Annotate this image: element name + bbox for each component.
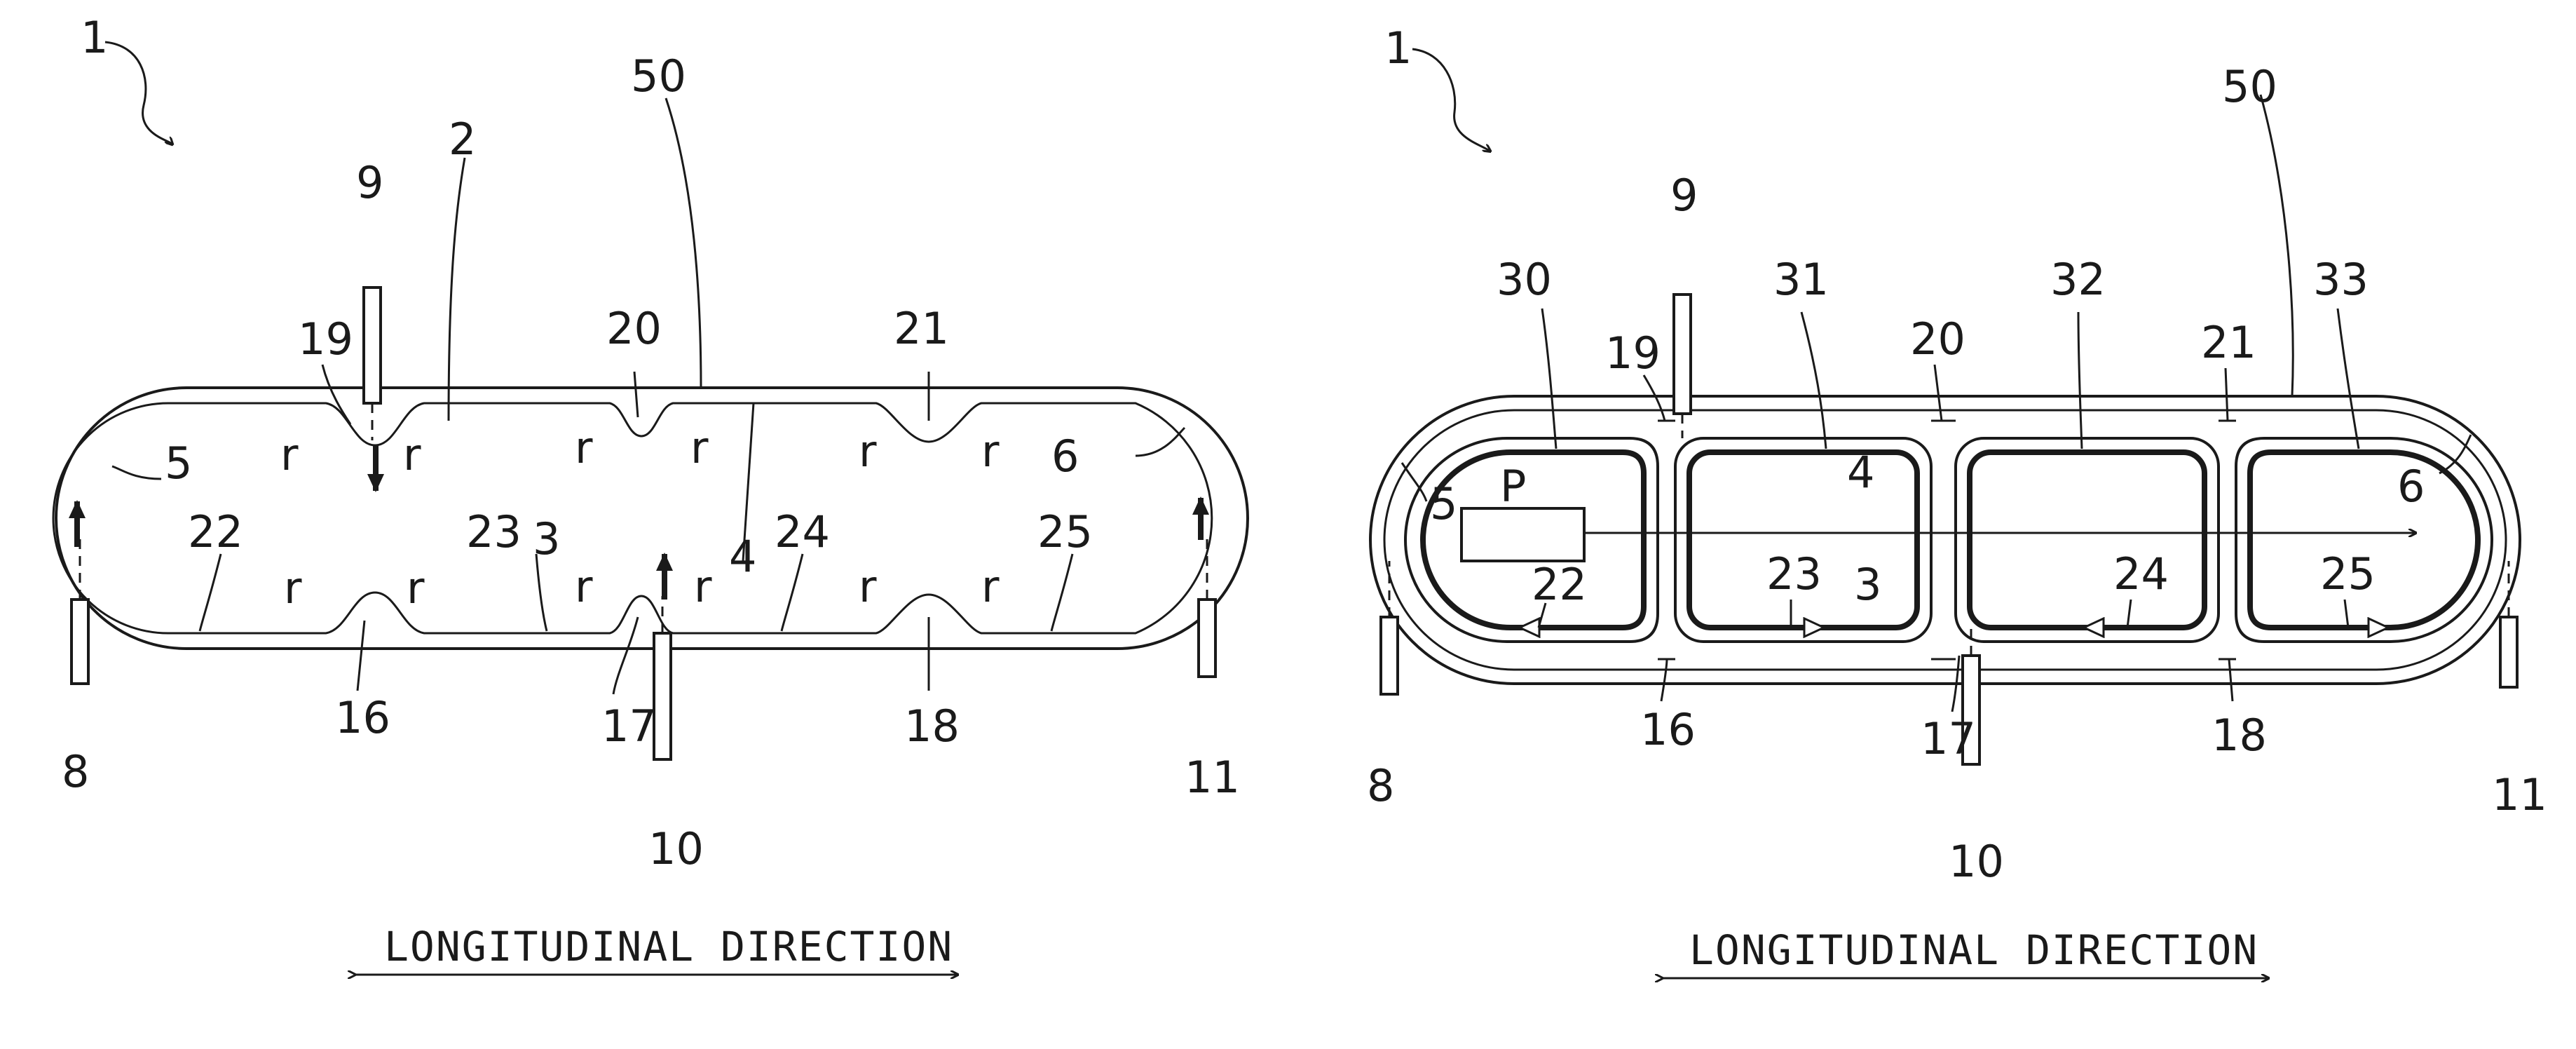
chamber-31 [1675,438,1931,642]
right-label-17: 17 [1921,713,1976,764]
right-label-11: 11 [2492,769,2547,820]
right-caption: LONGITUDINAL DIRECTION [1689,926,2258,974]
left-radius-label: r [575,561,593,612]
left-label-1: 1 [81,12,108,63]
left-label-23: 23 [466,506,522,557]
right-label-10: 10 [1949,836,2004,887]
left-radius-label: r [859,426,877,477]
left-pipe-9 [364,287,381,403]
right-label-31: 31 [1773,254,1829,305]
left-caption: LONGITUDINAL DIRECTION [384,923,953,970]
left-label-16: 16 [335,692,390,743]
left-radius-label: r [575,422,593,473]
right-label-24: 24 [2113,548,2169,600]
left-label-24: 24 [775,506,830,557]
right-label-6: 6 [2397,461,2425,512]
right-label-33: 33 [2313,254,2369,305]
left-label-19: 19 [298,313,353,365]
left-label-17: 17 [601,701,657,752]
left-radius-label: r [407,562,425,614]
left-label-6: 6 [1051,431,1079,482]
right-label-9: 9 [1670,170,1698,221]
right-label-8: 8 [1367,760,1394,811]
left-label-4: 4 [729,531,756,582]
left-radius-label: r [981,561,1000,612]
left-label-2: 2 [449,114,476,165]
right-pipe-9 [1674,295,1691,414]
right-label-19: 19 [1605,327,1661,379]
left-radius-label: r [981,426,1000,477]
right-figure: 1 3 4 5 6 8 9 10 11 16 17 18 19 20 21 22… [1367,22,2547,978]
right-label-22: 22 [1532,559,1587,610]
left-label-18: 18 [904,701,960,752]
left-label-3: 3 [533,513,560,564]
left-label-25: 25 [1037,506,1093,557]
chamber-33 [2236,438,2492,642]
left-radius-label: r [403,429,421,480]
right-label-18: 18 [2212,710,2267,761]
left-figure: 1 2 3 4 5 6 8 9 10 11 16 17 18 19 20 21 … [53,12,1248,975]
left-label-10: 10 [648,823,704,874]
right-label-23: 23 [1766,548,1822,600]
right-pipe-8 [1381,617,1398,694]
right-label-3: 3 [1854,559,1881,610]
left-radius-label: r [280,429,299,480]
right-label-20: 20 [1910,313,1965,365]
right-pipe-11 [2500,617,2517,687]
right-label-25: 25 [2320,548,2376,600]
chamber-30 [1405,438,1658,642]
right-label-32: 32 [2050,254,2106,305]
right-label-P: P [1500,461,1526,512]
left-radius-label: r [690,422,709,473]
right-label-4: 4 [1847,447,1874,498]
left-label-5: 5 [165,438,192,489]
probe-box-P [1461,508,1584,561]
left-label-50: 50 [631,50,686,102]
left-label-8: 8 [62,746,89,797]
left-label-11: 11 [1185,752,1240,803]
left-label-20: 20 [606,303,662,354]
left-label-22: 22 [188,506,243,557]
right-label-50: 50 [2222,61,2277,112]
right-label-21: 21 [2201,317,2256,368]
left-radius-label: r [859,561,877,612]
left-label-21: 21 [894,303,949,354]
left-label-9: 9 [356,157,383,208]
left-pipe-8 [71,600,88,684]
right-label-30: 30 [1497,254,1552,305]
right-label-1: 1 [1384,22,1412,74]
left-pipe-11 [1199,600,1215,677]
right-label-16: 16 [1640,704,1696,755]
left-radius-label: r [694,561,712,612]
chamber-32 [1956,438,2219,642]
right-label-5: 5 [1430,478,1457,529]
left-radius-label: r [284,562,302,614]
